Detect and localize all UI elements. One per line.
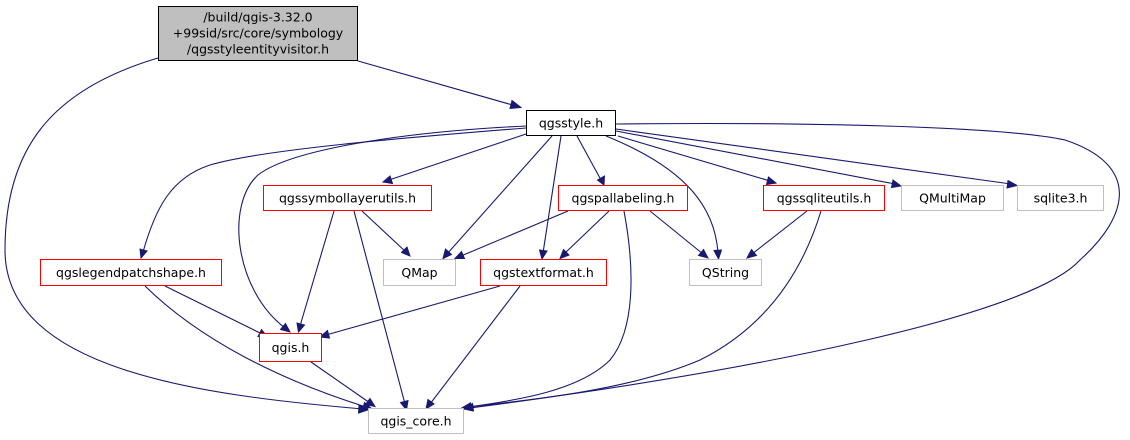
edge-qgsstyle-to-qgstextformat — [538, 135, 562, 261]
node-qmap[interactable]: QMap — [383, 259, 456, 286]
qgsstyle-label: qgsstyle.h — [539, 116, 603, 131]
qgssymbollayerutils-label: qgssymbollayerutils.h — [279, 191, 416, 206]
edge-qgsstyle-to-qstring — [605, 135, 723, 261]
node-qgspallabeling[interactable]: qgspallabeling.h — [558, 185, 688, 211]
edge-qgslegendpatchshape-to-qgis — [164, 285, 269, 338]
node-qgstextformat[interactable]: qgstextformat.h — [480, 259, 607, 286]
edge-qgsstyle-to-sqlite3 — [615, 128, 1019, 189]
edge-qgstextformat-to-qgis-core — [425, 285, 521, 411]
file-nodes: /build/qgis-3.32.0 +99sid/src/core/symbo… — [40, 6, 1104, 434]
node-qgssqliteutils[interactable]: qgssqliteutils.h — [763, 185, 885, 211]
qgspallabeling-label: qgspallabeling.h — [572, 191, 675, 206]
qgssqliteutils-label: qgssqliteutils.h — [777, 191, 872, 206]
edge-qgsstyle-to-qgssqliteutils — [617, 135, 778, 186]
root-label-line-1: /build/qgis-3.32.0 — [203, 10, 312, 25]
node-qgis[interactable]: qgis.h — [259, 333, 322, 362]
node-qgsstyle[interactable]: qgsstyle.h — [526, 110, 616, 136]
qstring-label: QString — [702, 265, 749, 280]
qgstextformat-label: qgstextformat.h — [493, 265, 594, 280]
dependency-edges — [4, 57, 1120, 414]
node-sqlite3[interactable]: sqlite3.h — [1017, 185, 1104, 211]
qgis-label: qgis.h — [272, 340, 310, 355]
edge-qgsstyle-to-qgslegendpatchshape — [139, 127, 527, 260]
node-qgis-core[interactable]: qgis_core.h — [368, 408, 464, 434]
edge-qgsstyle-to-qmap — [442, 135, 553, 260]
node-qgssymbollayerutils[interactable]: qgssymbollayerutils.h — [263, 185, 432, 211]
qmultimap-label: QMultiMap — [919, 191, 986, 206]
edge-qgssymbollayerutils-to-qmap — [361, 210, 411, 257]
edge-qgspallabeling-to-qmap — [453, 210, 569, 259]
edge-qgsstyle-to-qmultimap — [615, 130, 903, 189]
edge-qgsstyle-to-qgssymbollayerutils — [381, 133, 527, 185]
edge-qgis-to-qgis-core — [310, 361, 377, 408]
edge-qgssqliteutils-to-qstring — [746, 210, 808, 259]
edge-qgsstyle-to-qgis — [238, 125, 527, 333]
node-root-qgsstyleentityvisitor[interactable]: /build/qgis-3.32.0 +99sid/src/core/symbo… — [158, 6, 358, 61]
edge-root-to-qgsstyle — [357, 60, 523, 110]
sqlite3-label: sqlite3.h — [1034, 191, 1088, 206]
root-label-line-2: +99sid/src/core/symbology — [173, 26, 344, 41]
qgis-core-label: qgis_core.h — [380, 414, 451, 429]
edge-qgspallabeling-to-qstring — [649, 210, 709, 259]
edge-qgssymbollayerutils-to-qgis-core — [353, 210, 409, 412]
edge-qgspallabeling-to-qgis-core — [460, 210, 632, 412]
node-qgslegendpatchshape[interactable]: qgslegendpatchshape.h — [40, 259, 222, 286]
edge-qgssqliteutils-to-qgis-core — [460, 210, 822, 412]
node-qmultimap[interactable]: QMultiMap — [901, 185, 1004, 211]
qgslegendpatchshape-label: qgslegendpatchshape.h — [56, 265, 206, 280]
edge-qgspallabeling-to-qgstextformat — [559, 210, 610, 260]
edge-qgsstyle-to-qgspallabeling — [576, 135, 606, 186]
root-label-line-3: /qgsstyleentityvisitor.h — [187, 42, 329, 57]
edge-qgstextformat-to-qgis — [318, 285, 501, 339]
qmap-label: QMap — [401, 265, 437, 280]
edge-qgslegendpatchshape-to-qgis-core — [144, 285, 374, 411]
node-qstring[interactable]: QString — [689, 259, 762, 286]
edge-qgssymbollayerutils-to-qgis — [296, 210, 335, 334]
